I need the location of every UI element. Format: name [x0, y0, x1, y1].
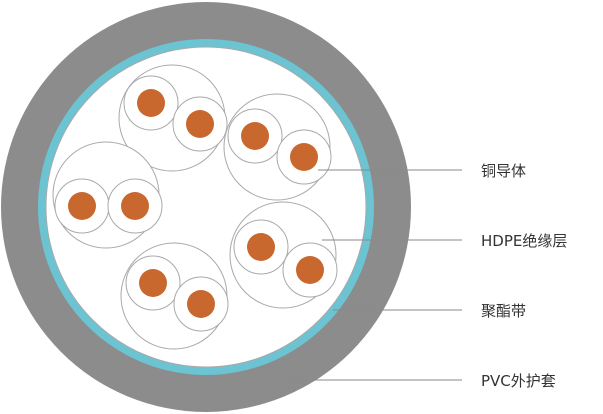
- label-jacket: PVC外护套: [481, 372, 556, 390]
- copper-conductor: [139, 269, 167, 297]
- leader-lines-group: [283, 169, 462, 381]
- twisted-pair-2: [223, 93, 332, 201]
- copper-conductor: [187, 290, 215, 318]
- copper-conductor: [296, 256, 324, 284]
- copper-conductor: [186, 110, 214, 138]
- twisted-pair-4: [229, 201, 338, 309]
- label-conductor: 铜导体: [481, 162, 526, 180]
- twisted-pair-5: [120, 242, 229, 350]
- label-tape: 聚酯带: [481, 302, 526, 320]
- label-insulation: HDPE绝缘层: [481, 232, 567, 250]
- twisted-pairs-group: [52, 64, 338, 350]
- twisted-pair-1: [118, 64, 228, 172]
- copper-conductor: [137, 89, 165, 117]
- twisted-pair-3: [52, 141, 163, 249]
- copper-conductor: [290, 143, 318, 171]
- copper-conductor: [241, 122, 269, 150]
- copper-conductor: [247, 233, 275, 261]
- copper-conductor: [121, 192, 149, 220]
- copper-conductor: [68, 192, 96, 220]
